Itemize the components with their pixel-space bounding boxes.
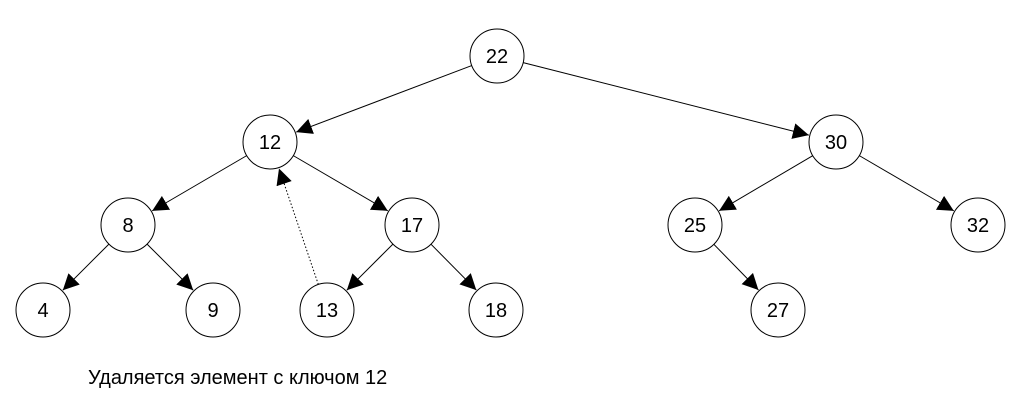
tree-node-circle bbox=[750, 282, 806, 338]
edge-22-to-12 bbox=[296, 65, 472, 134]
tree-node-circle bbox=[15, 282, 71, 338]
tree-node-circle bbox=[667, 197, 723, 253]
tree-node-circle bbox=[299, 282, 355, 338]
tree-node-key: 8 bbox=[122, 215, 133, 237]
tree-node-circle bbox=[185, 282, 241, 338]
tree-node-32: 32 bbox=[950, 197, 1006, 253]
tree-node-25: 25 bbox=[667, 197, 723, 253]
tree-node-13: 13 bbox=[299, 282, 355, 338]
edge-30-to-32 bbox=[859, 155, 955, 212]
tree-node-circle bbox=[242, 114, 298, 170]
tree-node-key: 27 bbox=[767, 300, 789, 322]
tree-node-key: 13 bbox=[316, 300, 338, 322]
edge-13-to-12 bbox=[276, 168, 319, 285]
tree-node-circle bbox=[468, 282, 524, 338]
tree-node-key: 17 bbox=[401, 215, 423, 237]
edge-25-to-27 bbox=[713, 243, 759, 291]
tree-node-key: 12 bbox=[259, 132, 281, 154]
edge-17-to-13 bbox=[346, 243, 394, 291]
tree-node-key: 4 bbox=[37, 300, 48, 322]
tree-node-18: 18 bbox=[468, 282, 524, 338]
tree-node-8: 8 bbox=[100, 197, 156, 253]
tree-node-17: 17 bbox=[384, 197, 440, 253]
tree-node-circle bbox=[808, 114, 864, 170]
tree-node-key: 32 bbox=[967, 215, 989, 237]
diagram-caption: Удаляется элемент с ключом 12 bbox=[88, 367, 388, 389]
tree-node-circle bbox=[100, 197, 156, 253]
edge-22-to-30 bbox=[523, 62, 809, 139]
edge-12-to-8 bbox=[151, 155, 247, 212]
tree-node-key: 25 bbox=[684, 215, 706, 237]
edge-8-to-4 bbox=[62, 243, 110, 291]
tree-node-12: 12 bbox=[242, 114, 298, 170]
tree-node-30: 30 bbox=[808, 114, 864, 170]
tree-node-key: 30 bbox=[825, 132, 847, 154]
edges-layer bbox=[62, 62, 955, 291]
tree-node-key: 22 bbox=[486, 46, 508, 68]
tree-node-22: 22 bbox=[469, 28, 525, 84]
tree-node-circle bbox=[950, 197, 1006, 253]
tree-node-circle bbox=[469, 28, 525, 84]
edge-12-to-17 bbox=[293, 155, 389, 212]
edge-30-to-25 bbox=[718, 155, 813, 212]
tree-node-27: 27 bbox=[750, 282, 806, 338]
tree-node-circle bbox=[384, 197, 440, 253]
edge-17-to-18 bbox=[430, 243, 477, 291]
nodes-layer: 22 12 30 8 17 25 32 4 9 13 18 27 bbox=[15, 28, 1006, 338]
tree-node-4: 4 bbox=[15, 282, 71, 338]
tree-node-key: 18 bbox=[485, 300, 507, 322]
tree-node-key: 9 bbox=[207, 300, 218, 322]
tree-node-9: 9 bbox=[185, 282, 241, 338]
edge-8-to-9 bbox=[146, 243, 194, 291]
